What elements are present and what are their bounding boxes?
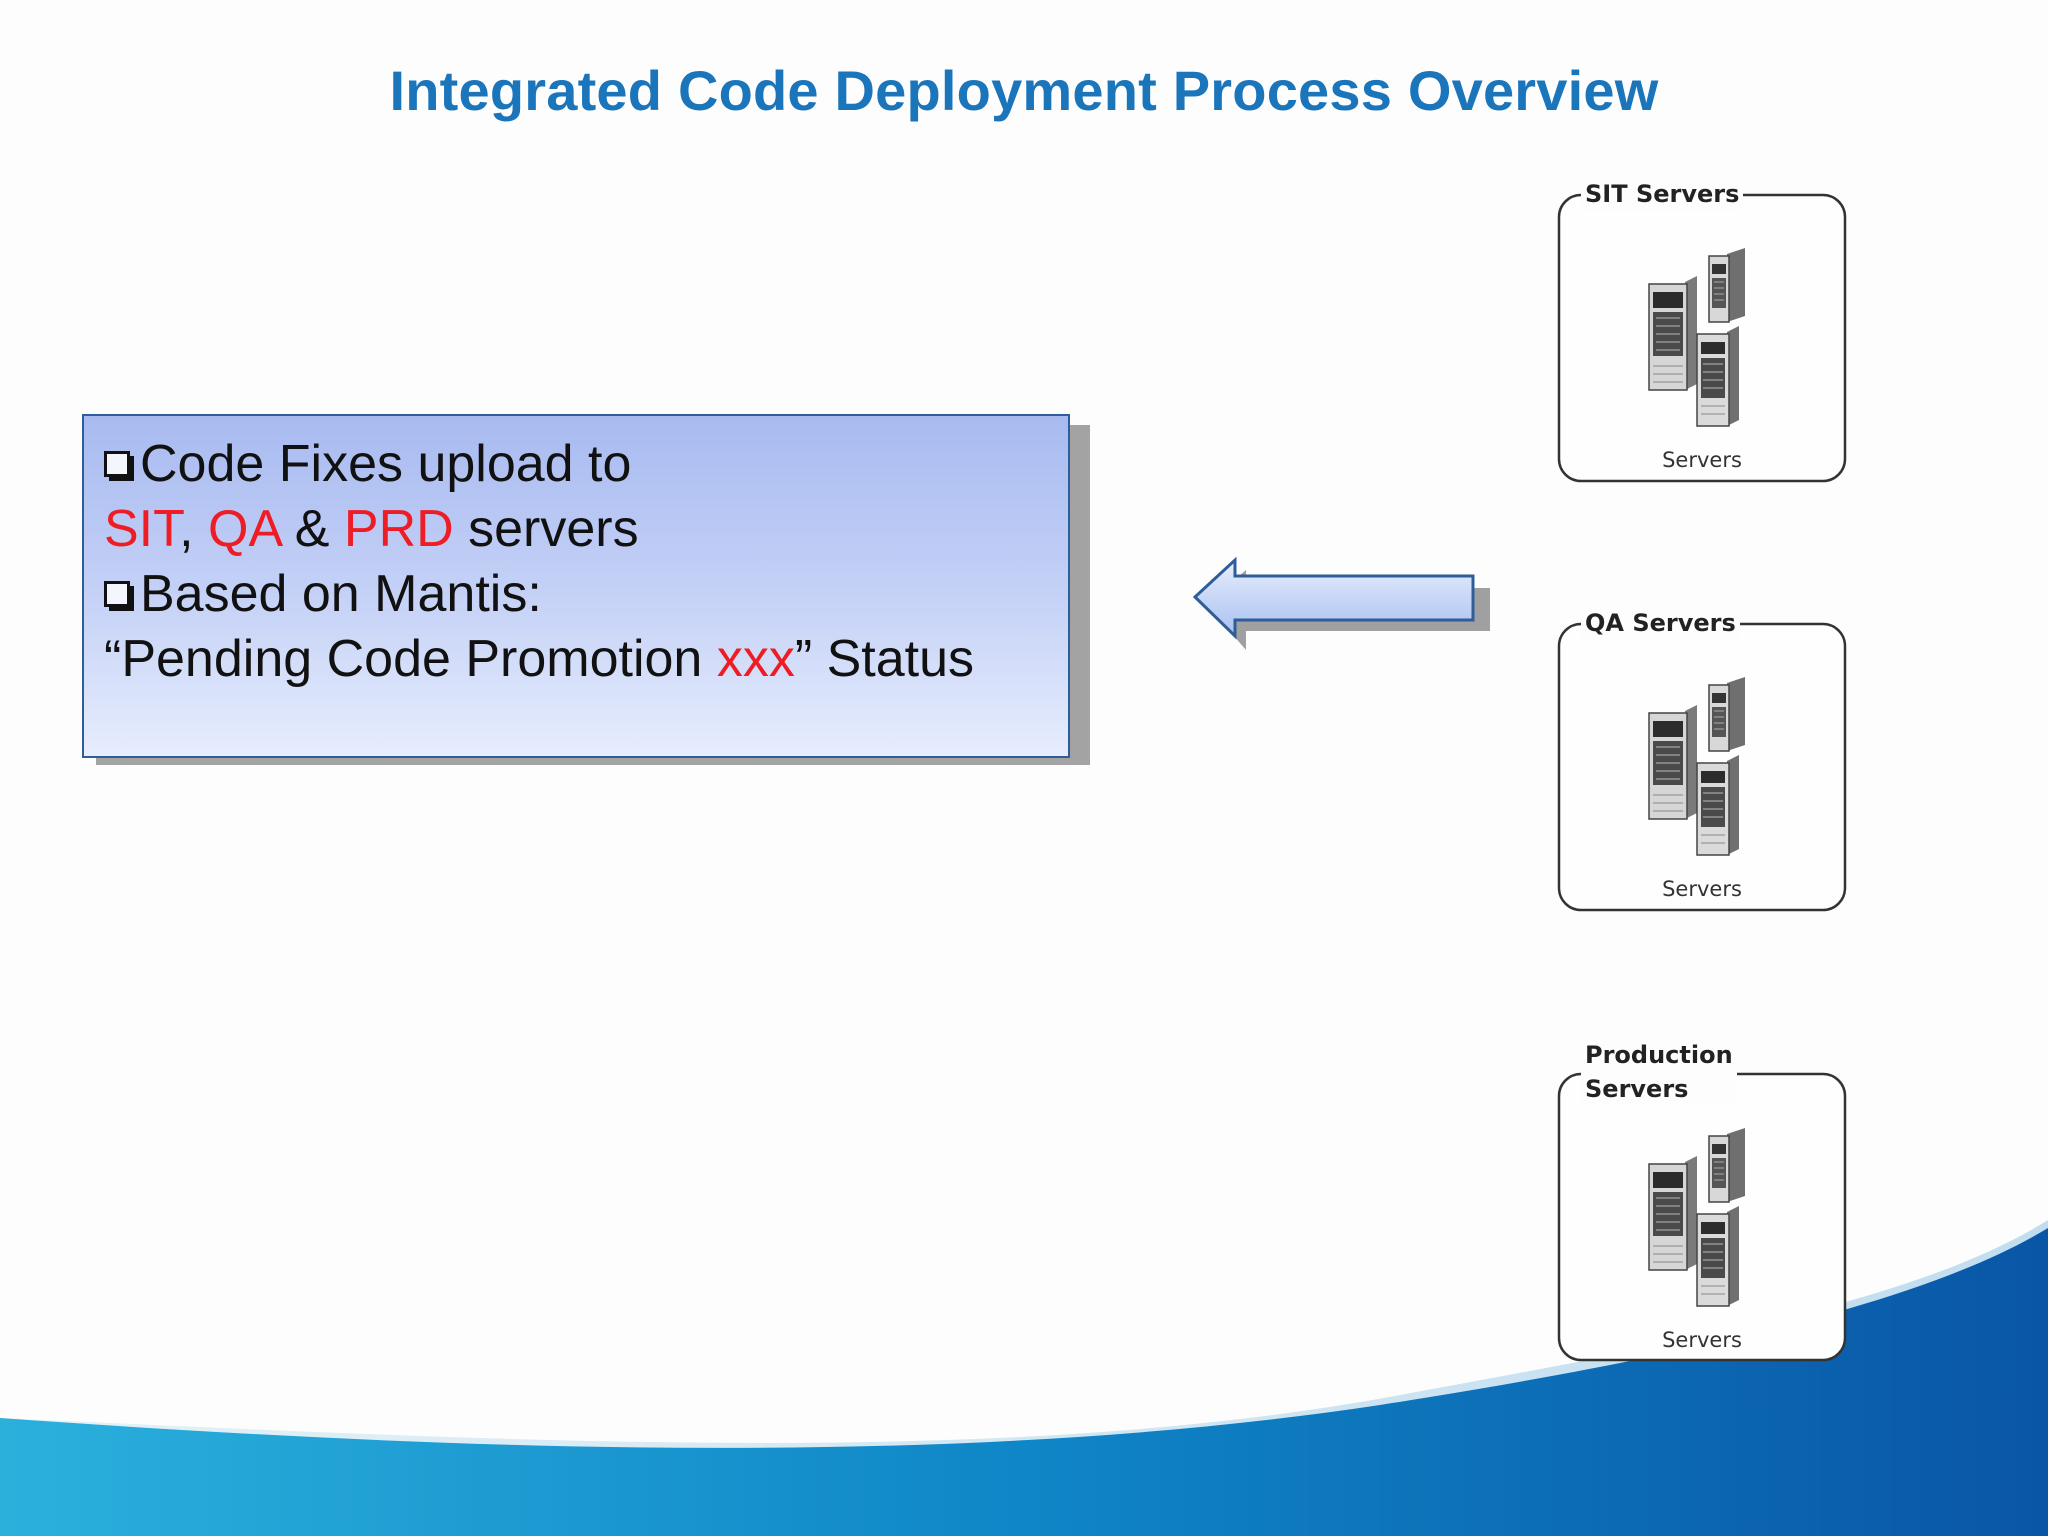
sit-label: SIT — [104, 500, 180, 558]
bullet-line-mantis: Based on Mantis: — [104, 562, 1054, 627]
server-rack-icon — [1648, 677, 1745, 856]
separator-ampersand: & — [280, 500, 344, 558]
checkbox-bullet-icon — [104, 433, 135, 481]
slide-title: Integrated Code Deployment Process Overv… — [389, 59, 1659, 122]
sit-servers-caption: Servers — [1662, 448, 1742, 472]
code-fixes-text: Code Fixes upload to — [140, 435, 632, 493]
info-text: Code Fixes upload to SIT, QA & PRD serve… — [104, 432, 1054, 692]
production-servers-group: Production Servers — [1557, 1038, 1847, 1368]
qa-servers-title: QA Servers — [1581, 606, 1740, 640]
production-servers-caption: Servers — [1662, 1328, 1742, 1352]
separator-comma: , — [179, 500, 209, 558]
production-title-line2: Servers — [1585, 1075, 1689, 1103]
server-rack-icon — [1648, 1128, 1745, 1307]
status-line: “Pending Code Promotion xxx” Status — [104, 627, 1054, 692]
checkbox-bullet-icon — [104, 563, 135, 611]
production-title-line1: Production — [1585, 1041, 1733, 1069]
servers-line: SIT, QA & PRD servers — [104, 497, 1054, 562]
qa-servers-group: QA Servers — [1557, 606, 1847, 917]
qa-servers-caption: Servers — [1662, 877, 1742, 901]
server-rack-icon — [1648, 248, 1745, 427]
servers-word: servers — [453, 500, 639, 558]
status-prefix: “Pending Code Promotion — [104, 630, 717, 688]
sit-servers-group: SIT Servers — [1557, 177, 1847, 488]
production-servers-title: Production Servers — [1581, 1038, 1737, 1106]
prd-label: PRD — [343, 500, 454, 558]
left-arrow-icon — [1192, 556, 1490, 650]
sit-servers-title: SIT Servers — [1581, 177, 1744, 211]
status-suffix: ” Status — [794, 630, 974, 688]
bullet-line-code-fixes: Code Fixes upload to — [104, 432, 1054, 497]
info-box: Code Fixes upload to SIT, QA & PRD serve… — [82, 414, 1070, 758]
status-placeholder: xxx — [716, 630, 795, 688]
qa-label: QA — [208, 500, 281, 558]
mantis-text: Based on Mantis: — [140, 565, 542, 623]
